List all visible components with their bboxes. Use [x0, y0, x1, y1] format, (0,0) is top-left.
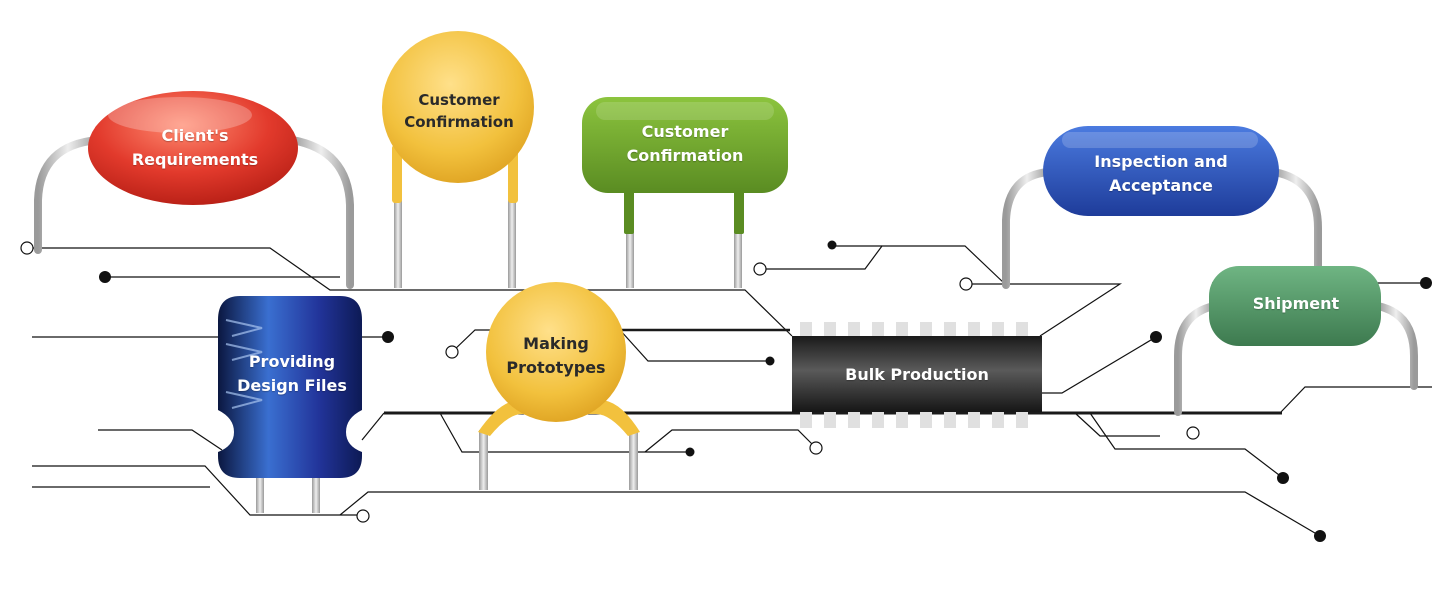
component-providing-design-files [218, 296, 362, 513]
component-bulk-production [792, 322, 1042, 428]
component-inspection-and-acceptance [1002, 126, 1322, 289]
component-customer-confirmation-disc [382, 31, 534, 288]
component-shipment [1174, 266, 1418, 416]
component-making-prototypes [478, 282, 640, 490]
component-customer-confirmation-green [582, 97, 788, 288]
component-clients-requirements [34, 91, 354, 289]
trace-terminals [20, 240, 1432, 542]
